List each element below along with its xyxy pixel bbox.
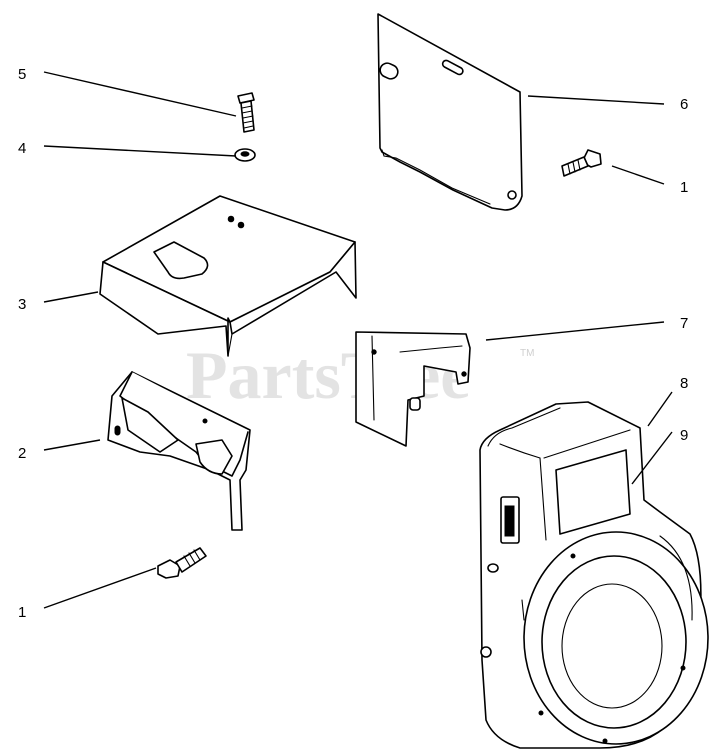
callout-1-lower: 1 xyxy=(18,604,26,621)
callout-4: 4 xyxy=(18,140,26,157)
part-4-washer[interactable] xyxy=(234,148,256,162)
leader-2 xyxy=(43,439,101,451)
leader-3 xyxy=(43,291,99,303)
part-5-screw[interactable] xyxy=(237,92,255,133)
part-9-decal[interactable] xyxy=(555,449,631,535)
leader-1-lower xyxy=(43,567,157,609)
part-1-bolt-lower[interactable] xyxy=(157,547,207,579)
part-7-bracket[interactable] xyxy=(355,331,471,447)
callout-2: 2 xyxy=(18,445,26,462)
part-3-cover[interactable] xyxy=(99,195,357,357)
leader-6 xyxy=(527,95,665,105)
part-8-blower-housing[interactable] xyxy=(479,401,709,749)
leader-4 xyxy=(43,145,237,157)
leader-9 xyxy=(631,431,673,485)
part-1-bolt-upper[interactable] xyxy=(561,149,602,177)
callout-1-upper: 1 xyxy=(680,179,688,196)
part-2-baffle[interactable] xyxy=(107,371,251,531)
callout-6: 6 xyxy=(680,96,688,113)
part-6-plate[interactable] xyxy=(377,13,523,211)
callout-7: 7 xyxy=(680,315,688,332)
callout-8: 8 xyxy=(680,375,688,392)
callout-9: 9 xyxy=(680,427,688,444)
watermark-trademark: TM xyxy=(520,348,534,359)
callout-labels: 5 4 6 1 3 7 8 9 2 1 xyxy=(18,66,688,621)
leader-7 xyxy=(485,321,665,341)
callout-5: 5 xyxy=(18,66,26,83)
callout-3: 3 xyxy=(18,296,26,313)
leader-lines xyxy=(43,71,673,609)
leader-5 xyxy=(43,71,237,117)
leader-8 xyxy=(647,391,673,427)
leader-1-upper xyxy=(611,165,665,185)
